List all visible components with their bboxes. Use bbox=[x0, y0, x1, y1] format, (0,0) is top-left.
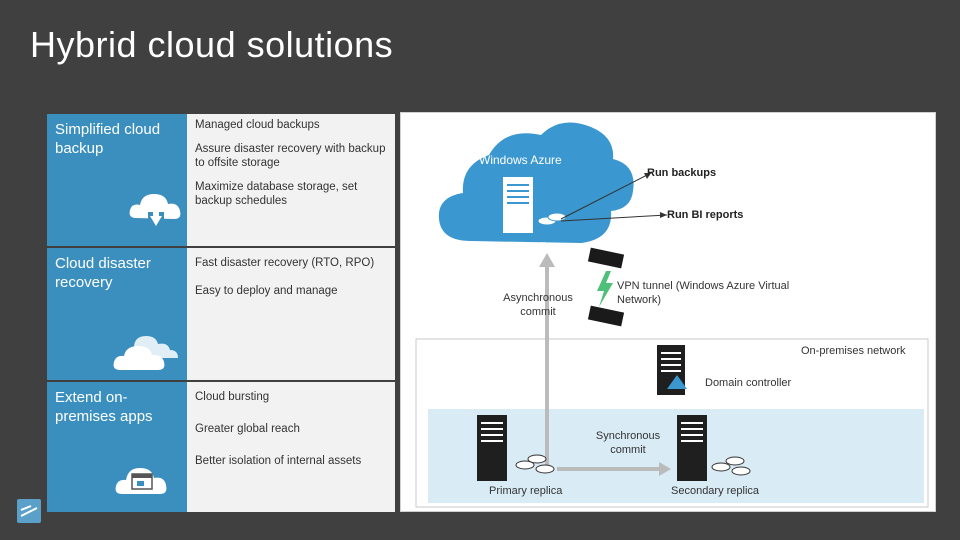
async-commit-label: Asynchronous commit bbox=[503, 292, 573, 318]
secondary-replica-server-icon bbox=[677, 415, 707, 481]
db-icon bbox=[515, 460, 535, 470]
bullet: Assure disaster recovery with backup to … bbox=[195, 143, 386, 169]
domain-controller-label: Domain controller bbox=[705, 377, 792, 389]
bullets-backup: Managed cloud backups Assure disaster re… bbox=[187, 114, 395, 246]
azure-server-icon bbox=[503, 177, 533, 233]
clouds-icon bbox=[113, 336, 178, 370]
primary-replica-label: Primary replica bbox=[489, 485, 563, 497]
logo-icon bbox=[17, 499, 41, 523]
vpn-label: VPN tunnel (Windows Azure Virtual Networ… bbox=[617, 280, 790, 306]
bullet: Easy to deploy and manage bbox=[195, 285, 338, 297]
sync-commit-label: Synchronous commit bbox=[595, 430, 661, 456]
primary-replica-server-icon bbox=[477, 415, 507, 481]
secondary-replica-label: Secondary replica bbox=[671, 485, 760, 497]
arrow-run-bi bbox=[560, 214, 668, 222]
vpn-gateway-bottom-icon bbox=[587, 305, 625, 327]
bullets-extend: Cloud bursting Greater global reach Bett… bbox=[187, 382, 395, 512]
bullet: Fast disaster recovery (RTO, RPO) bbox=[195, 257, 375, 269]
bullet: Maximize database storage, set backup sc… bbox=[195, 181, 358, 207]
azure-cloud-shape bbox=[438, 122, 634, 243]
onprem-network-label: On-premises network bbox=[801, 345, 906, 357]
vpn-bolt-icon bbox=[597, 271, 613, 307]
cloud-secondary-replica-label: Secondary replica bbox=[469, 241, 558, 253]
bullets-disaster-recovery: Fast disaster recovery (RTO, RPO) Easy t… bbox=[187, 248, 395, 380]
onprem-band bbox=[428, 409, 924, 503]
section-title: Cloud disaster recovery bbox=[55, 255, 151, 291]
db-icon bbox=[711, 462, 731, 472]
section-title: Extend on-premises apps bbox=[55, 389, 153, 425]
cloud-download-icon bbox=[129, 194, 181, 226]
section-title: Simplified cloud backup bbox=[55, 121, 161, 157]
run-bi-reports-label: Run BI reports bbox=[667, 209, 744, 221]
run-backups-label: Run backups bbox=[647, 167, 717, 179]
architecture-diagram: Windows Azure Secondary replica Run back… bbox=[400, 112, 936, 512]
section-simplified-cloud-backup: Simplified cloud backup bbox=[47, 114, 187, 246]
arrow-run-backups bbox=[560, 172, 652, 220]
cloud-app-icon bbox=[115, 468, 167, 494]
slide-title: Hybrid cloud solutions bbox=[30, 24, 394, 65]
bullet: Managed cloud backups bbox=[195, 119, 320, 131]
bullet: Greater global reach bbox=[195, 423, 300, 435]
cloud-label: Windows Azure bbox=[479, 153, 562, 167]
vpn-gateway-top-icon bbox=[587, 247, 625, 269]
bullet: Better isolation of internal assets bbox=[195, 455, 362, 467]
bullet: Cloud bursting bbox=[195, 391, 270, 403]
diagram-shapes bbox=[415, 122, 929, 508]
